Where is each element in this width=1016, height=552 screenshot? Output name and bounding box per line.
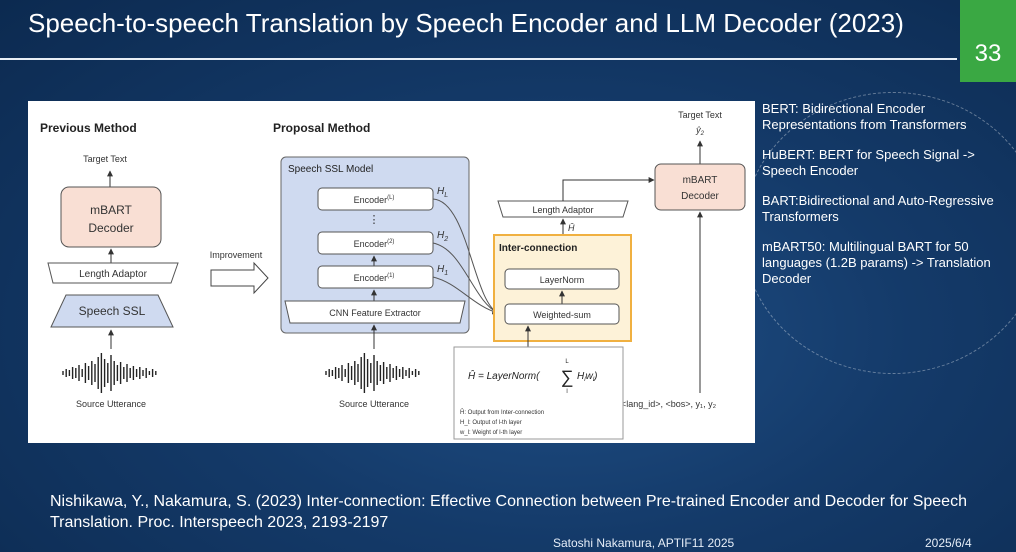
title-underline (0, 58, 957, 60)
encoder-L-label: Encoder(L) (354, 195, 395, 205)
previous-speech-ssl (50, 294, 174, 328)
proposal-length-adaptor (497, 200, 629, 218)
h-hat-label: Ĥ (568, 223, 575, 233)
proposal-decoder-label-1: mBART (683, 175, 718, 186)
proposal-target-text: Target Text (678, 110, 722, 120)
proposal-decoder-label-2: Decoder (681, 191, 719, 202)
diagram-panel: Previous Method Target Text mBART Decode… (28, 101, 755, 443)
notes-list: BERT: Bidirectional Encoder Representati… (762, 101, 1012, 301)
formula-legend-3: w_l: Weight of l-th layer (459, 430, 522, 436)
formula-lhs: Ĥ = LayerNorm( (468, 369, 541, 382)
proposal-method-heading: Proposal Method (273, 121, 370, 135)
previous-method-heading: Previous Method (40, 121, 137, 135)
previous-decoder-label-1: mBART (90, 203, 132, 217)
formula-lower-limit: l (566, 389, 567, 395)
previous-target-text: Target Text (83, 154, 127, 164)
page-number-box (960, 0, 1016, 82)
h-1-connection (432, 276, 499, 315)
interconnection-label: Inter-connection (499, 243, 577, 254)
architecture-diagram: Previous Method Target Text mBART Decode… (40, 110, 746, 440)
note-bart: BART:Bidirectional and Auto-Regressive T… (762, 193, 994, 224)
weighted-sum-label: Weighted-sum (533, 310, 591, 320)
proposal-waveform-icon (325, 353, 420, 393)
page-number: 33 (974, 40, 1002, 67)
formula-legend-2: H_l: Output of l-th layer (460, 420, 522, 426)
formula-legend-1: Ĥ: Output from Inter-connection (460, 409, 544, 416)
y-hat-label: ŷ2 (695, 125, 705, 137)
cnn-feature-extractor (284, 300, 466, 324)
encoder-ellipsis: ⋮ (369, 214, 380, 226)
slide-title: Speech-to-speech Translation by Speech E… (28, 8, 904, 38)
previous-source-utterance: Source Utterance (76, 399, 146, 409)
proposal-mbart-decoder (654, 163, 746, 211)
footer-author: Satoshi Nakamura, APTIF11 2025 (553, 536, 735, 550)
previous-decoder-label-2: Decoder (88, 221, 133, 235)
h-2-label: H2 (437, 230, 448, 243)
citation: Nishikawa, Y., Nakamura, S. (2023) Inter… (50, 493, 967, 531)
improvement-arrow-icon (210, 261, 269, 295)
layernorm-block (504, 268, 620, 290)
previous-waveform-icon (62, 353, 157, 393)
adaptor-to-decoder-arrow (562, 177, 655, 201)
decoder-inputs-label: <lang_id>, <bos>, y₁, y₂ (621, 399, 717, 409)
proposal-length-adaptor-label: Length Adaptor (532, 205, 593, 215)
previous-length-adaptor-label: Length Adaptor (79, 269, 148, 280)
h-1-label: H1 (437, 264, 448, 277)
improvement-label: Improvement (210, 250, 263, 260)
previous-speech-ssl-label: Speech SSL (79, 304, 146, 318)
speech-ssl-model-label: Speech SSL Model (288, 164, 373, 175)
footer-date: 2025/6/4 (925, 536, 972, 550)
h-L-label: HL (437, 186, 448, 199)
encoder-1-label: Encoder(1) (354, 273, 395, 283)
h-L-connection (432, 198, 499, 314)
note-mbart50: mBART50: Multilingual BART for 50 langua… (762, 239, 991, 286)
note-bert: BERT: Bidirectional Encoder Representati… (762, 101, 967, 132)
weighted-sum-block (504, 303, 620, 325)
previous-mbart-decoder (60, 186, 162, 248)
formula-sum-symbol: ∑ (561, 367, 574, 387)
layernorm-label: LayerNorm (540, 275, 585, 285)
formula-box (453, 346, 624, 440)
note-hubert: HuBERT: BERT for Speech Signal -> Speech… (762, 147, 975, 178)
previous-length-adaptor (47, 262, 179, 284)
formula-upper-limit: L (565, 359, 569, 365)
h-2-connection (432, 242, 499, 314)
encoder-2-label: Encoder(2) (354, 239, 395, 249)
cnn-feature-extractor-label: CNN Feature Extractor (329, 308, 421, 318)
proposal-source-utterance: Source Utterance (339, 399, 409, 409)
formula-rhs: Hlwl) (577, 371, 598, 383)
